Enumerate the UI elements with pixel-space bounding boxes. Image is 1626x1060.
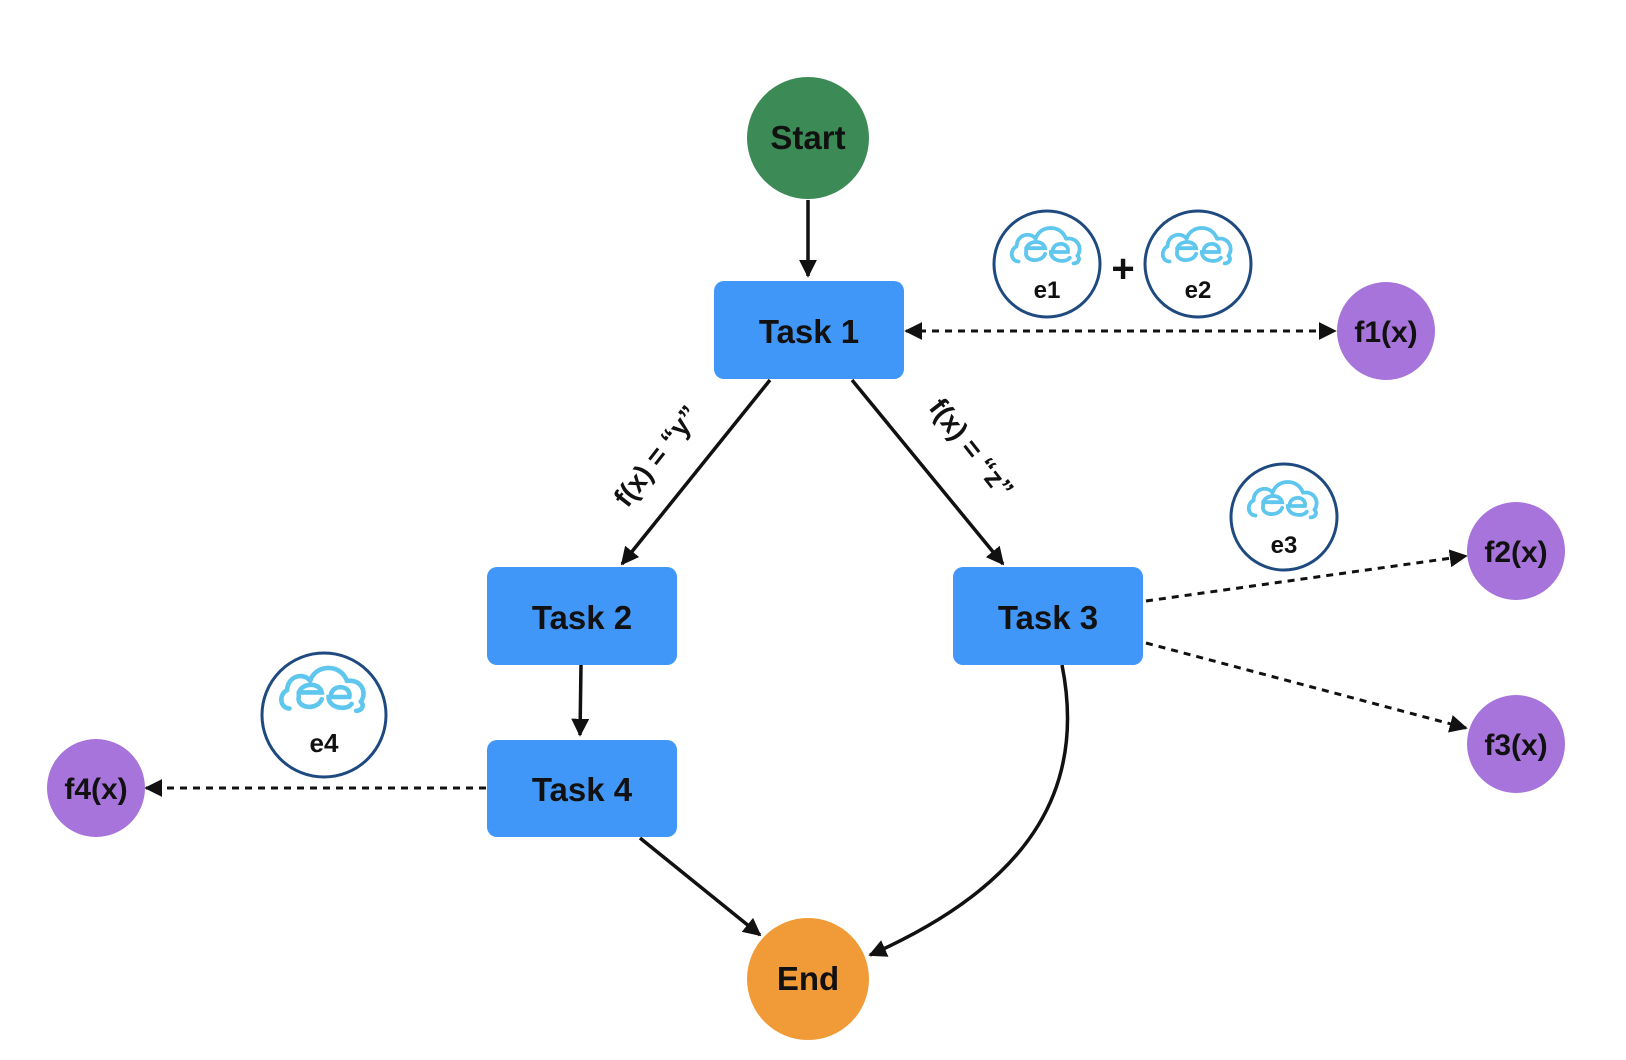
edges — [144, 200, 1468, 957]
task4-label: Task 4 — [532, 771, 633, 808]
plus-sign: + — [1111, 247, 1134, 291]
badge-e4: e4 — [260, 651, 388, 779]
f3-label: f3(x) — [1484, 729, 1547, 762]
edge-task3-f3 — [1145, 641, 1468, 733]
edge-task3-f2 — [1145, 549, 1468, 603]
task2-node[interactable]: Task 2 — [487, 567, 677, 665]
f4-node[interactable]: f4(x) — [47, 739, 145, 837]
f3-node[interactable]: f3(x) — [1467, 695, 1565, 793]
edge-task1-task3 — [850, 378, 1005, 566]
edge-task3-end — [868, 664, 1070, 957]
end-node[interactable]: End — [747, 918, 869, 1040]
f1-node[interactable]: f1(x) — [1337, 282, 1435, 380]
badge-e2: e2 — [1143, 209, 1253, 319]
task4-node[interactable]: Task 4 — [487, 740, 677, 837]
task3-label: Task 3 — [998, 599, 1098, 636]
task3-node[interactable]: Task 3 — [953, 567, 1143, 665]
task2-label: Task 2 — [532, 599, 632, 636]
f2-label: f2(x) — [1484, 536, 1547, 569]
edge-task1-task2 — [620, 378, 772, 566]
f1-label: f1(x) — [1354, 316, 1417, 349]
badge-e4-label: e4 — [310, 728, 339, 758]
badge-e2-label: e2 — [1185, 277, 1212, 304]
edge-task4-end — [638, 836, 762, 937]
badge-e3: e3 — [1229, 462, 1339, 572]
end-label: End — [777, 960, 839, 997]
badge-e3-label: e3 — [1271, 532, 1298, 559]
edge-label-task1-task3: f(x) = “z” — [923, 392, 1020, 504]
badge-e1-label: e1 — [1034, 277, 1061, 304]
start-label: Start — [770, 119, 845, 156]
edge-task2-task4 — [571, 664, 590, 737]
f2-node[interactable]: f2(x) — [1467, 502, 1565, 600]
task1-label: Task 1 — [759, 313, 859, 350]
edge-label-task1-task2: f(x) = “y” — [608, 400, 706, 513]
task1-node[interactable]: Task 1 — [714, 281, 904, 379]
f4-label: f4(x) — [64, 773, 127, 806]
start-node[interactable]: Start — [747, 77, 869, 199]
badge-e1: e1 — [992, 209, 1102, 319]
